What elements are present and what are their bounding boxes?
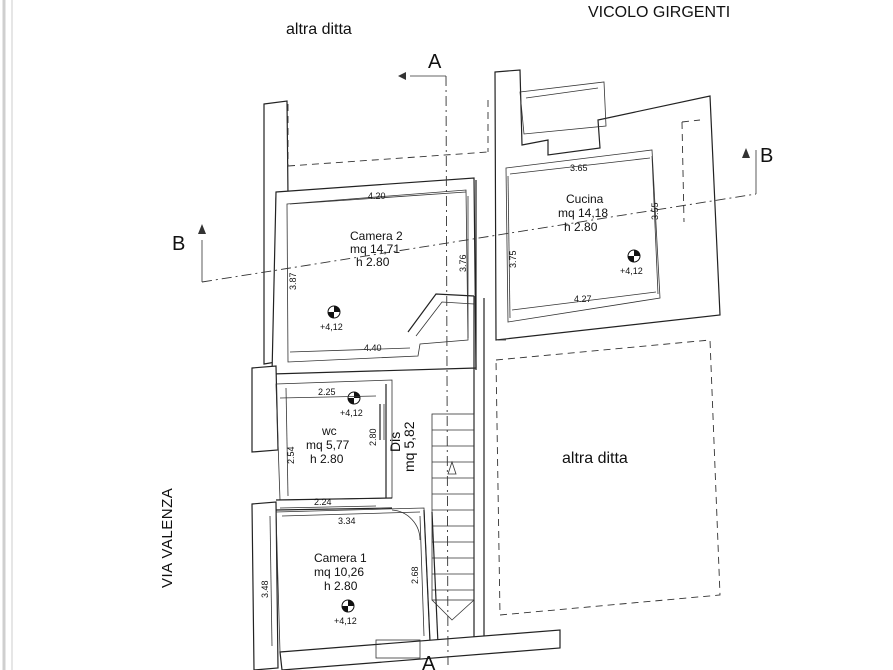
level-symbol-quadrant	[634, 250, 640, 256]
wc-area: mq 5,77	[306, 438, 350, 452]
section-a-top-label: A	[428, 51, 442, 73]
dim-cucina-left: 3.75	[508, 250, 518, 268]
section-b-left-arrow-icon	[198, 224, 206, 234]
section-a-arrow-icon	[398, 72, 406, 80]
level-symbol-quadrant	[628, 256, 634, 262]
section-b-left-label: B	[172, 233, 185, 255]
cucina-height: h 2.80	[564, 220, 598, 234]
level-marker-camera2: +4,12	[320, 305, 343, 332]
level-symbol-quadrant	[348, 600, 354, 606]
dim-camera1-top: 3.34	[338, 516, 356, 526]
dim-camera2-top: 4.20	[368, 191, 386, 201]
balcony	[519, 81, 607, 135]
camera-1-walls	[251, 497, 561, 670]
dis-name: Dis	[387, 432, 403, 452]
level-marker-cucina: +4,12	[620, 249, 643, 276]
camera-2-walls	[263, 100, 489, 375]
neighbour-boundary-right	[495, 339, 721, 616]
altra-ditta-right-label: altra ditta	[562, 450, 628, 467]
section-b-right-arrow-icon	[742, 148, 750, 158]
level-symbol-quadrant	[342, 606, 348, 612]
section-b-right-label: B	[760, 145, 773, 167]
level-marker-camera1: +4,12	[334, 599, 357, 626]
staircase	[431, 413, 475, 621]
dim-camera2-bottom: 4.40	[364, 343, 382, 353]
level-value-camera2: +4,12	[320, 322, 343, 332]
level-symbol-quadrant	[354, 392, 360, 398]
dimension-lines	[269, 155, 659, 647]
section-line-a	[398, 72, 449, 666]
via-valenza-label: VIA VALENZA	[159, 488, 176, 588]
dim-cucina-bottom: 4.27	[574, 294, 592, 304]
section-a-bottom-label: A	[422, 653, 436, 670]
section-line-b	[198, 148, 757, 283]
neighbour-boundary-top	[287, 151, 489, 167]
level-value-cucina: +4,12	[620, 266, 643, 276]
dis-area: mq 5,82	[401, 421, 417, 472]
cucina-walls	[494, 69, 721, 341]
dim-camera2-right: 3.76	[458, 254, 468, 272]
dim-camera1-right: 2.68	[410, 566, 420, 584]
camera-1-area: mq 10,26	[314, 565, 364, 579]
door-swing-icon	[391, 509, 421, 541]
altra-ditta-top-label: altra ditta	[286, 21, 352, 38]
dim-camera1-left: 3.48	[260, 580, 270, 598]
dim-wc-left: 2.54	[286, 446, 296, 464]
wc-height: h 2.80	[310, 452, 344, 466]
level-symbol-quadrant	[334, 306, 340, 312]
dim-wc-bottom: 2.24	[314, 497, 332, 507]
dim-wc-top: 2.25	[318, 387, 336, 397]
level-marker-wc: +4,12	[340, 391, 363, 418]
dim-cucina-top: 3.65	[570, 163, 588, 173]
level-value-camera1: +4,12	[334, 616, 357, 626]
level-value-wc: +4,12	[340, 408, 363, 418]
camera-1-name: Camera 1	[314, 551, 367, 565]
dim-camera2-left: 3.87	[288, 272, 298, 290]
entry-step	[375, 639, 421, 659]
cucina-name: Cucina	[566, 192, 604, 206]
camera-2-area: mq 14,71	[350, 242, 400, 256]
camera-2-name: Camera 2	[350, 229, 403, 243]
stair-arrow-icon	[447, 460, 457, 475]
cucina-area: mq 14,18	[558, 206, 608, 220]
camera-1-height: h 2.80	[324, 579, 358, 593]
wc-name: wc	[321, 424, 337, 438]
level-symbol-quadrant	[348, 398, 354, 404]
vicolo-girgenti-label: VICOLO GIRGENTI	[588, 4, 730, 21]
dim-cucina-right: 3.55	[650, 202, 660, 220]
dim-wc-right: 2.80	[368, 428, 378, 446]
camera-2-height: h 2.80	[356, 255, 390, 269]
level-symbol-quadrant	[328, 312, 334, 318]
